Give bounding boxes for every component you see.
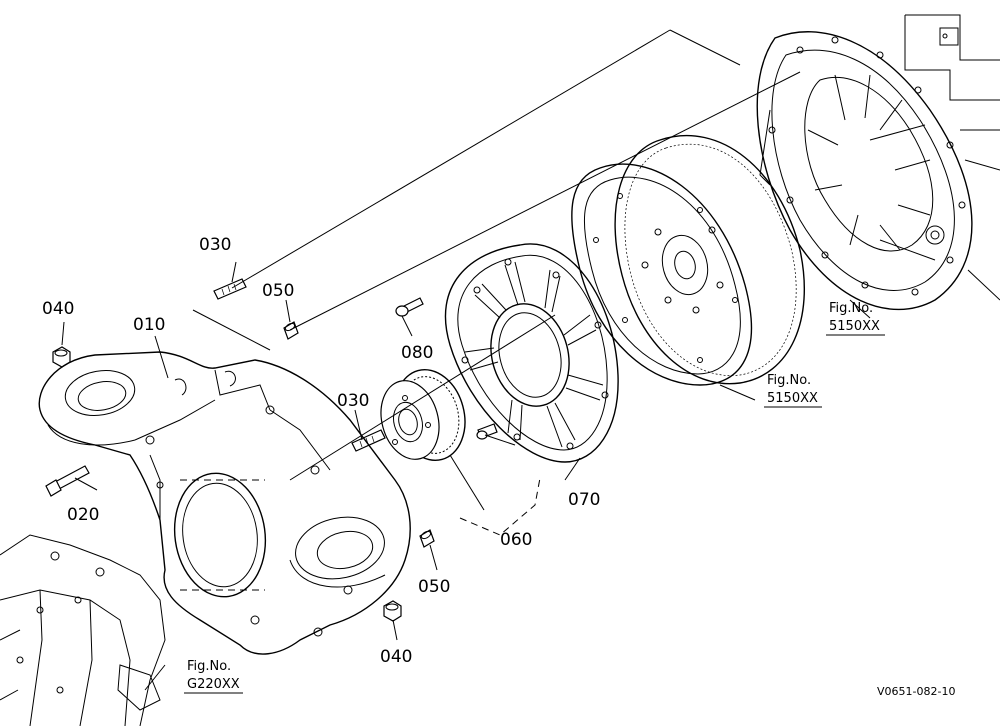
fig-ref-number: G220XX — [187, 677, 240, 692]
leader-lines — [61, 29, 871, 691]
fig-ref-5150xx-housing: Fig.No. 5150XX — [826, 301, 885, 336]
fig-ref-title: Fig.No. — [767, 373, 811, 388]
part-label-060: 060 — [500, 530, 532, 550]
part-label-080: 080 — [401, 343, 433, 363]
coupling-plate — [444, 243, 619, 463]
part-label-010: 010 — [133, 315, 165, 335]
stud-bolt-030-lower — [351, 429, 386, 452]
fig-ref-title: Fig.No. — [187, 659, 231, 674]
bolt-020 — [45, 465, 90, 497]
part-label-040-lower: 040 — [380, 647, 412, 667]
part-label-020: 020 — [67, 505, 99, 525]
hub — [380, 369, 466, 461]
dowel-pin-050-lower — [419, 529, 435, 548]
flywheel — [571, 134, 805, 386]
part-label-050-top: 050 — [262, 281, 294, 301]
fig-ref-number: 5150XX — [829, 319, 880, 334]
flywheel-housing — [756, 31, 973, 311]
nut-040-lower — [383, 600, 402, 622]
fig-ref-title: Fig.No. — [829, 301, 873, 316]
drawing-id: V0651-082-10 — [877, 685, 955, 698]
axle-bracket — [38, 351, 411, 655]
part-label-050-lower: 050 — [418, 577, 450, 597]
part-label-030-top: 030 — [199, 235, 231, 255]
part-label-070: 070 — [568, 490, 600, 510]
bolt-080 — [395, 297, 424, 317]
fig-ref-number: 5150XX — [767, 391, 818, 406]
bolt-080-plate — [476, 423, 498, 440]
nut-040-top — [52, 346, 71, 368]
engine-block — [904, 14, 1000, 301]
fig-ref-5150xx-flywheel: Fig.No. 5150XX — [764, 373, 822, 408]
transmission-case — [0, 534, 166, 726]
dowel-pin-050-top — [283, 321, 299, 340]
part-label-040-top: 040 — [42, 299, 74, 319]
part-label-030-lower: 030 — [337, 391, 369, 411]
stud-bolt-030-top — [213, 278, 247, 300]
fig-ref-g220xx: Fig.No. G220XX — [184, 659, 243, 694]
